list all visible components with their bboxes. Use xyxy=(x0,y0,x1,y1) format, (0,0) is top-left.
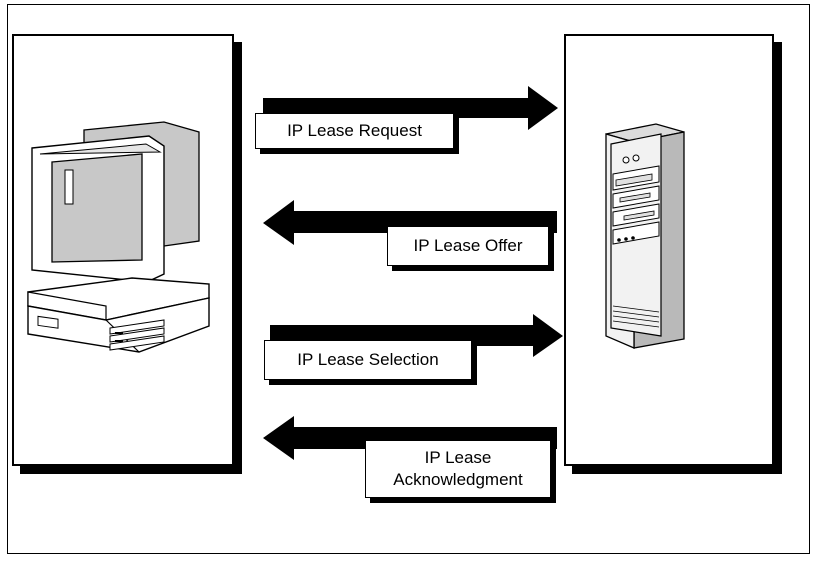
lease-acknowledgment-label: IP Lease Acknowledgment xyxy=(365,440,551,498)
desktop-computer-icon xyxy=(27,121,210,353)
tower-server-icon xyxy=(605,123,685,349)
arrow-left-offer xyxy=(263,200,557,245)
lease-offer-label: IP Lease Offer xyxy=(387,226,549,266)
server-panel xyxy=(564,34,774,466)
client-panel xyxy=(12,34,234,466)
lease-selection-label: IP Lease Selection xyxy=(264,340,472,380)
arrow-right-request xyxy=(263,86,558,130)
lease-request-label: IP Lease Request xyxy=(255,113,454,149)
arrow-right-selection xyxy=(270,314,563,357)
